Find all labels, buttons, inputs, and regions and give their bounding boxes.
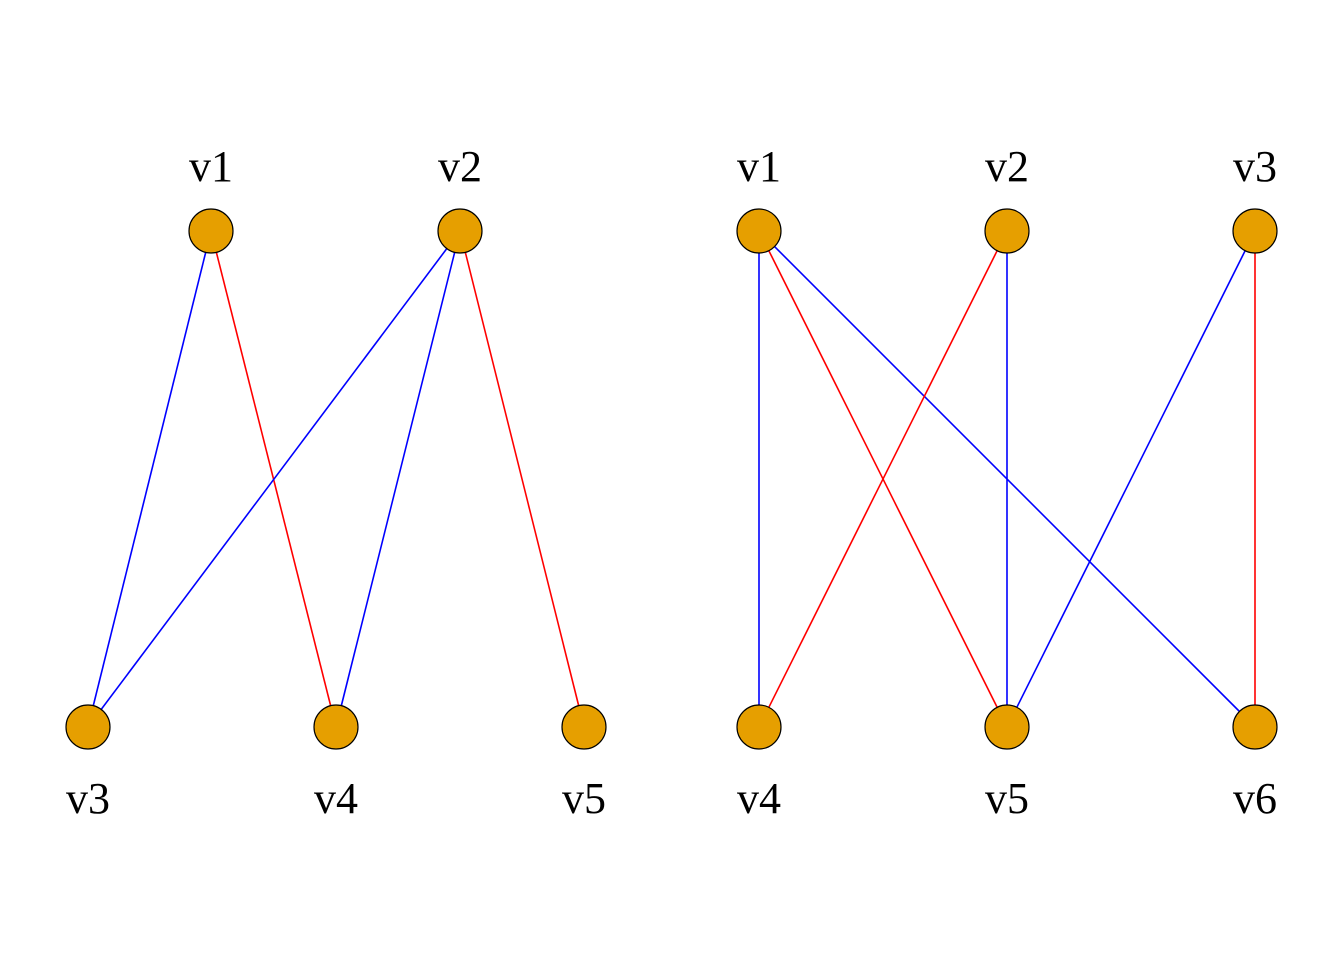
graph1-label-v2: v2 (438, 142, 482, 191)
graph2-label-v1: v1 (737, 142, 781, 191)
graph2-node-v4 (736, 704, 782, 750)
nodes-layer (65, 208, 1278, 750)
graph2-label-v2: v2 (985, 142, 1029, 191)
graph2-node-v3 (1232, 208, 1278, 254)
graph2-node-v6 (1232, 704, 1278, 750)
graph2-node-v5 (984, 704, 1030, 750)
graph1-label-v1: v1 (189, 142, 233, 191)
labels-layer: v1 v2 v3 v4 v5 v1 v2 v3 v4 v5 v6 (66, 142, 1277, 823)
graph1-label-v4: v4 (314, 774, 358, 823)
graph2-label-v6: v6 (1233, 774, 1277, 823)
graph2-node-v2 (984, 208, 1030, 254)
graph1-node-v2 (437, 208, 483, 254)
graph2-edge-t3-b5 (1006, 230, 1256, 728)
graph1-node-v3 (65, 704, 111, 750)
edges-layer (87, 230, 1256, 728)
graph2-label-v3: v3 (1233, 142, 1277, 191)
graph2-edge-t2-b4 (758, 230, 1008, 728)
graph1-node-v5 (561, 704, 607, 750)
graph2-node-v1 (736, 208, 782, 254)
graph1-node-v1 (188, 208, 234, 254)
graph1-edge-t2-b5 (459, 230, 585, 728)
graph2-label-v4: v4 (737, 774, 781, 823)
graph1-label-v3: v3 (66, 774, 110, 823)
graph1-node-v4 (313, 704, 359, 750)
graph1-edge-t1-b3 (87, 230, 212, 728)
graph2-label-v5: v5 (985, 774, 1029, 823)
graph1-edge-t2-b4 (335, 230, 461, 728)
graph1-edge-t2-b3 (87, 230, 461, 728)
graph1-label-v5: v5 (562, 774, 606, 823)
